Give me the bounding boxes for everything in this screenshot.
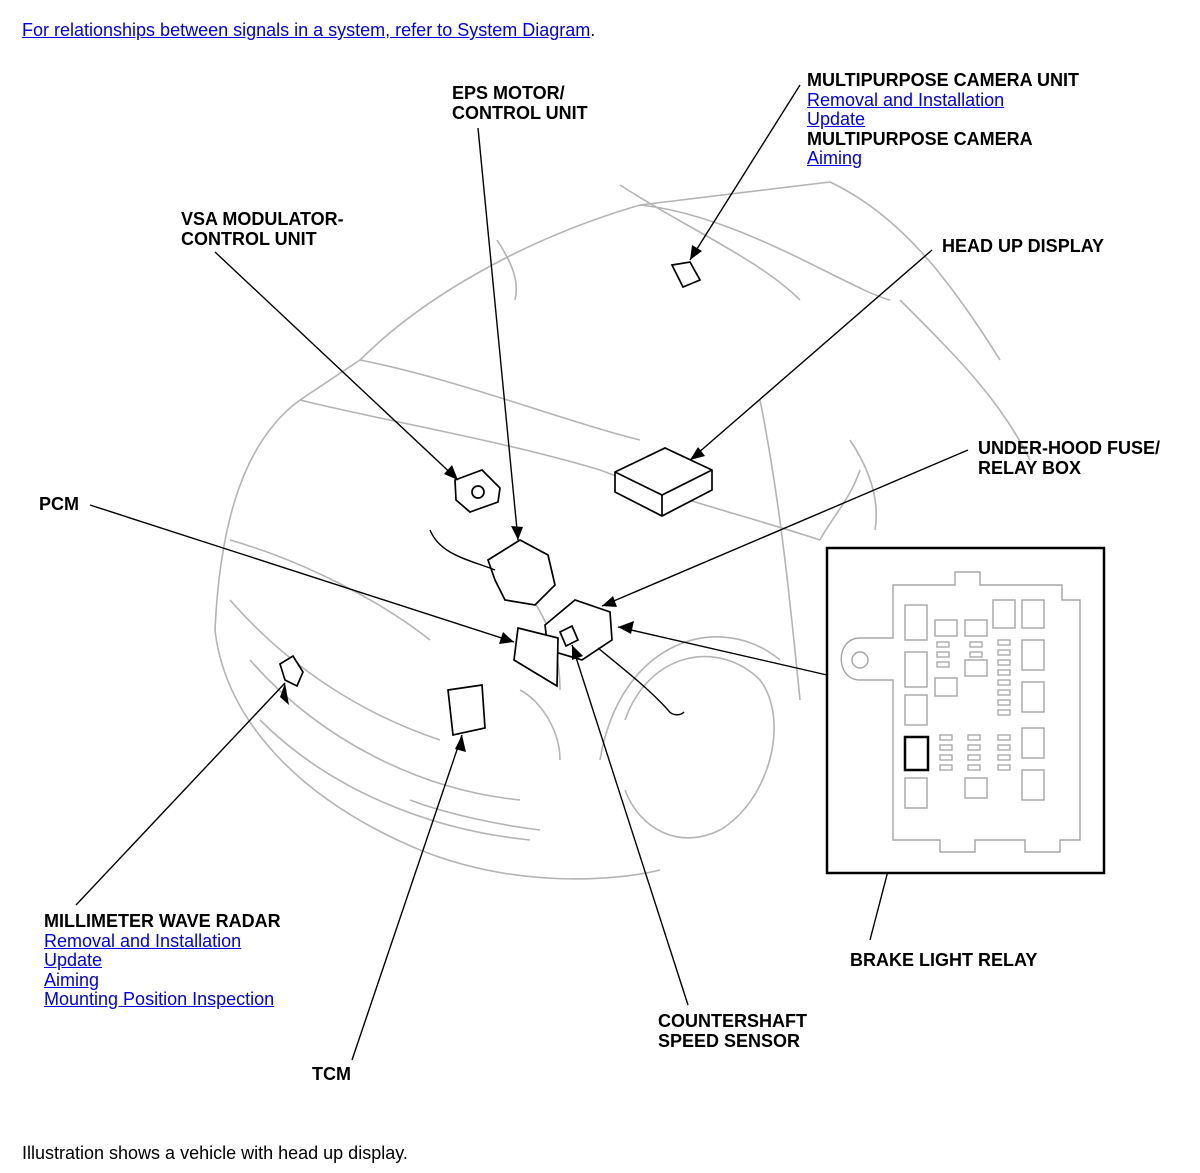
label-multipurpose-camera: MULTIPURPOSE CAMERA UNIT Removal and Ins…	[807, 70, 1079, 169]
axle-line	[597, 647, 685, 716]
label-radar-title: MILLIMETER WAVE RADAR	[44, 911, 281, 931]
label-tcm: TCM	[312, 1064, 351, 1084]
fuse-relay-box-inset	[825, 546, 1106, 875]
label-millimeter-wave-radar: MILLIMETER WAVE RADAR Removal and Instal…	[44, 911, 281, 1010]
label-fuse-line2: RELAY BOX	[978, 457, 1082, 478]
eps-motor-shape	[486, 539, 556, 606]
label-eps-motor-line2: CONTROL UNIT	[452, 102, 588, 123]
label-pcm: PCM	[39, 494, 79, 514]
label-under-hood-fuse: UNDER-HOOD FUSE/ RELAY BOX	[978, 438, 1161, 478]
label-camera-title: MULTIPURPOSE CAMERA	[807, 128, 1033, 149]
footer-note: Illustration shows a vehicle with head u…	[22, 1143, 408, 1163]
label-vsa-line2: CONTROL UNIT	[181, 228, 317, 249]
header-note: For relationships between signals in a s…	[22, 20, 595, 41]
radar-aiming-link[interactable]: Aiming	[44, 969, 100, 990]
camera-aiming-link[interactable]: Aiming	[807, 148, 863, 168]
speed-sensor-shape	[558, 624, 580, 648]
eps-wire	[429, 529, 496, 571]
label-fuse-line1: UNDER-HOOD FUSE/	[978, 438, 1161, 458]
header-note-suffix: .	[590, 20, 596, 40]
camera-unit-shape	[670, 261, 702, 289]
radar-update-link[interactable]: Update	[44, 950, 103, 970]
label-camera-unit-title: MULTIPURPOSE CAMERA UNIT	[807, 70, 1079, 90]
label-countershaft-line1: COUNTERSHAFT	[658, 1011, 807, 1031]
camera-removal-installation-link[interactable]: Removal and Installation	[807, 89, 1005, 110]
label-eps-motor: EPS MOTOR/ CONTROL UNIT	[452, 83, 588, 123]
vsa-port	[471, 485, 485, 499]
radar-removal-installation-link[interactable]: Removal and Installation	[44, 930, 242, 951]
label-eps-motor-line1: EPS MOTOR/	[452, 83, 565, 103]
pcm-shape	[513, 626, 559, 688]
radar-unit-shape	[278, 654, 304, 688]
component-parts	[278, 261, 713, 737]
tcm-shape	[447, 684, 486, 737]
camera-update-link[interactable]: Update	[807, 109, 866, 129]
system-diagram-link[interactable]: For relationships between signals in a s…	[22, 20, 591, 40]
brake-light-relay-highlight	[903, 735, 930, 772]
label-countershaft-line2: SPEED SENSOR	[658, 1030, 801, 1051]
label-brake-light-relay: BRAKE LIGHT RELAY	[850, 950, 1038, 970]
label-vsa-modulator: VSA MODULATOR- CONTROL UNIT	[181, 209, 344, 249]
radar-mounting-inspection-link[interactable]: Mounting Position Inspection	[44, 989, 275, 1009]
label-vsa-line1: VSA MODULATOR-	[181, 209, 344, 229]
label-head-up-display: HEAD UP DISPLAY	[942, 236, 1105, 256]
label-countershaft-speed-sensor: COUNTERSHAFT SPEED SENSOR	[658, 1011, 807, 1051]
